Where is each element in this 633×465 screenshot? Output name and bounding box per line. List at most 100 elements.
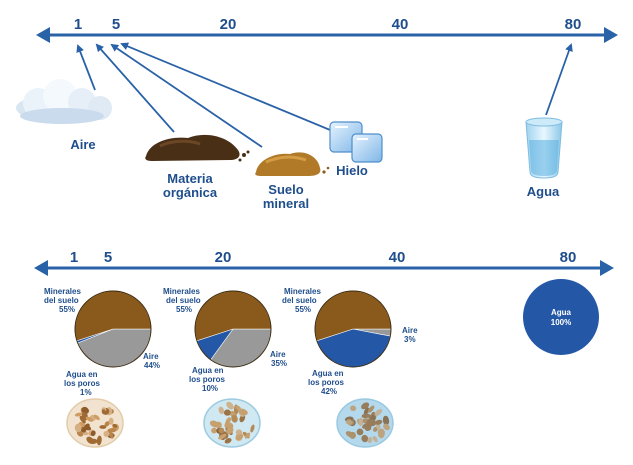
pie-chart-3 xyxy=(314,290,392,368)
bottom-tick-20: 20 xyxy=(215,249,232,266)
pie3-minerals-label-l1: Minerales xyxy=(284,287,321,296)
soil-pebble xyxy=(372,435,378,443)
pie1-minerals-label-l1: Minerales xyxy=(44,287,81,296)
pie-outline xyxy=(314,290,392,368)
soil-pebble xyxy=(108,431,114,439)
soil-pebble xyxy=(74,423,82,433)
soil-pebble xyxy=(244,432,251,439)
soil-sample-wet-icon xyxy=(336,398,394,448)
soil-pebble xyxy=(211,427,217,434)
glass-of-water-icon xyxy=(525,117,563,179)
pie2-water-label-l2: los poros xyxy=(189,375,226,384)
pie-outline xyxy=(74,290,152,368)
cloud-icon xyxy=(16,79,112,124)
soil-pebble xyxy=(238,408,248,416)
soil-pebble xyxy=(367,405,375,413)
soil-pebble xyxy=(361,413,371,419)
pie1-air-label-l2: 44% xyxy=(144,361,160,370)
soil-pebble xyxy=(356,428,364,436)
pie1-air-label-l1: Aire xyxy=(143,352,159,361)
soil-pebble xyxy=(235,434,244,441)
bottom-tick-40: 40 xyxy=(389,249,406,266)
soil-pebble xyxy=(104,421,110,427)
soil-pebble xyxy=(378,428,385,439)
pointer-arrows xyxy=(76,42,573,148)
soil-pebble xyxy=(76,430,84,437)
soil-pebble xyxy=(374,419,383,425)
soil-pebble xyxy=(363,407,370,415)
pie-chart-1 xyxy=(74,290,152,368)
soil-pebble xyxy=(376,423,381,430)
soil-pebble xyxy=(374,409,383,416)
pie-1-labels: Minerales del suelo 55% Aire 44% Agua en… xyxy=(44,287,160,397)
pie2-air-label-l2: 35% xyxy=(271,359,287,368)
soil-pebble xyxy=(345,431,355,438)
mineral-soil-pile-icon xyxy=(255,152,330,176)
soil-pebble xyxy=(74,412,82,417)
soil-pebble xyxy=(88,438,98,445)
soil-pebble xyxy=(224,438,232,444)
pie2-minerals-label-l2: del suelo xyxy=(166,296,201,305)
bottom-tick-1: 1 xyxy=(70,249,78,266)
pie3-water-label-l3: 42% xyxy=(321,387,337,396)
soil-pebble xyxy=(93,414,100,421)
soil-sample-moist-icon xyxy=(203,398,261,448)
soil-pebble xyxy=(112,423,118,428)
soil-pebble xyxy=(366,419,377,427)
bottom-tick-5: 5 xyxy=(104,249,112,266)
soil-pebble xyxy=(250,424,255,433)
soil-pebble xyxy=(225,417,231,425)
label-suelo-mineral-line1: Suelo xyxy=(268,182,303,197)
top-tick-5: 5 xyxy=(112,16,120,33)
top-scale-ticks: 1 5 20 40 80 xyxy=(74,16,582,33)
pie3-minerals-label-l2: del suelo xyxy=(282,296,317,305)
soil-pebble xyxy=(107,428,117,433)
pie3-water-label-l2: los poros xyxy=(308,378,345,387)
pie1-water-label-l1: Agua en xyxy=(66,370,98,379)
soil-pebble xyxy=(103,430,110,437)
soil-pebble xyxy=(90,430,96,437)
soil-pebble xyxy=(382,415,390,426)
soil-pebble xyxy=(225,426,234,435)
soil-pebble xyxy=(218,406,225,415)
soil-pebble xyxy=(223,409,231,416)
arrow-suelo-mineral xyxy=(110,43,263,148)
label-materia-organica-line2: orgánica xyxy=(163,185,218,200)
top-tick-40: 40 xyxy=(392,16,409,33)
pie-3-labels: Minerales del suelo 55% Aire 3% Agua en … xyxy=(282,287,418,396)
arrow-hielo xyxy=(120,42,336,133)
soil-pebble xyxy=(79,415,86,424)
pie-chart-2 xyxy=(194,290,272,368)
soil-pebble xyxy=(226,401,234,410)
pie3-air-label-l1: Aire xyxy=(402,326,418,335)
soil-pebble xyxy=(350,405,357,412)
label-suelo-mineral-line2: mineral xyxy=(263,196,309,211)
arrow-agua xyxy=(545,43,573,116)
label-aire: Aire xyxy=(70,137,95,152)
bottom-scale-ticks: 1 5 20 40 80 xyxy=(70,249,577,266)
soil-pebble xyxy=(367,437,373,443)
water-circle-label-l2: 100% xyxy=(551,318,571,327)
pie2-minerals-label-l1: Minerales xyxy=(163,287,200,296)
water-100-circle: Agua 100% xyxy=(523,279,599,355)
soil-pebble xyxy=(383,423,390,431)
pie2-minerals-label-l3: 55% xyxy=(176,305,192,314)
pie1-water-label-l3: 1% xyxy=(80,388,92,397)
pie1-minerals-label-l3: 55% xyxy=(59,305,75,314)
bottom-tick-80: 80 xyxy=(560,249,577,266)
pore-water-overlay xyxy=(337,399,393,447)
pie3-water-label-l1: Agua en xyxy=(312,369,344,378)
pie1-minerals-label-l2: del suelo xyxy=(44,296,79,305)
arrow-aire xyxy=(76,44,96,91)
top-tick-80: 80 xyxy=(565,16,582,33)
soil-pebble xyxy=(96,435,102,446)
pie3-minerals-label-l3: 55% xyxy=(295,305,311,314)
pie-2-labels: Minerales del suelo 55% Aire 35% Agua en… xyxy=(163,287,287,393)
bottom-scale-axis xyxy=(34,260,614,276)
top-tick-20: 20 xyxy=(220,16,237,33)
arrow-materia-organica xyxy=(95,43,175,133)
soil-pebble xyxy=(231,414,238,423)
soil-pebble xyxy=(218,433,227,440)
pie3-air-label-l2: 3% xyxy=(404,335,416,344)
ice-cubes-icon xyxy=(329,121,383,163)
